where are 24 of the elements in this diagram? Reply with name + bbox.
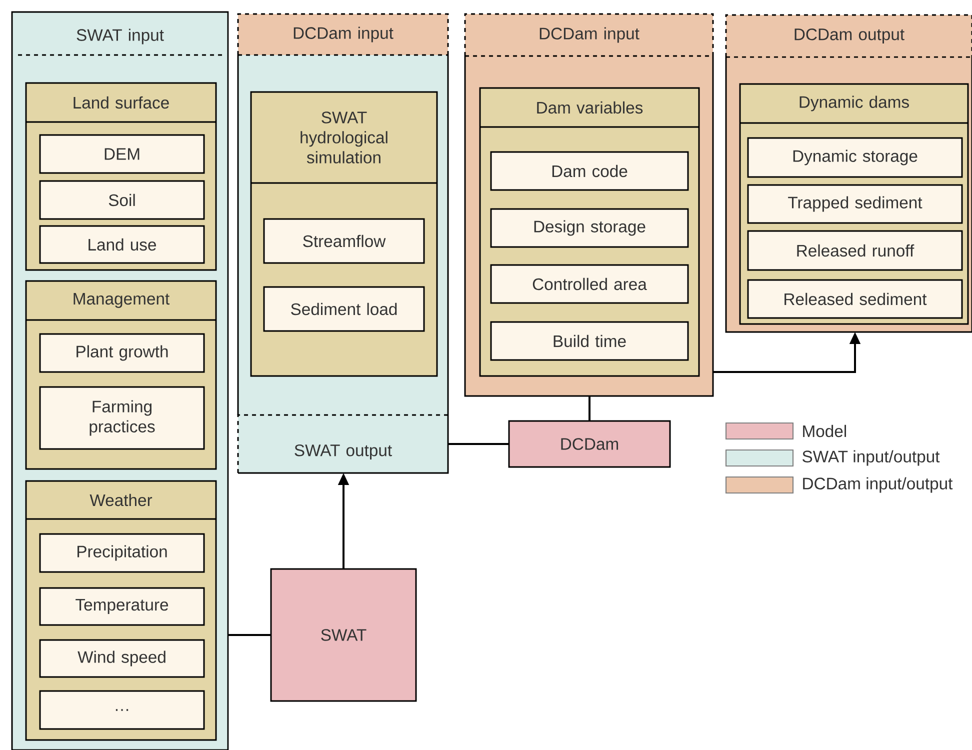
variable-box: …	[39, 690, 205, 730]
variable-box: DEM	[39, 134, 205, 174]
legend-label: DCDam input/output	[803, 477, 953, 493]
variable-box: Controlled area	[490, 264, 689, 304]
variable-box: Precipitation	[39, 533, 205, 573]
model-box: SWAT	[270, 568, 417, 702]
variable-box: Wind speed	[39, 639, 205, 678]
variable-box: Streamflow	[263, 218, 425, 264]
variable-box: Sediment load	[263, 286, 425, 332]
variable-box: Trapped sediment	[747, 184, 963, 224]
variable-box: Released sediment	[747, 279, 963, 319]
variable-box: Dam code	[490, 151, 689, 191]
variable-box: Soil	[39, 180, 205, 220]
variable-box: Design storage	[490, 208, 689, 248]
variable-box: Dynamic storage	[747, 137, 963, 178]
legend-label: SWAT input/output	[802, 450, 940, 466]
variable-box: Build time	[490, 321, 689, 361]
variable-box: Farming practices	[39, 386, 205, 450]
model-box: DCDam	[508, 420, 671, 468]
variable-box: Land use	[39, 225, 205, 264]
legend-label: Model	[803, 424, 846, 438]
variable-box: Temperature	[39, 587, 205, 626]
variable-box: Plant growth	[39, 333, 205, 373]
variable-box: Released runoff	[747, 230, 963, 271]
